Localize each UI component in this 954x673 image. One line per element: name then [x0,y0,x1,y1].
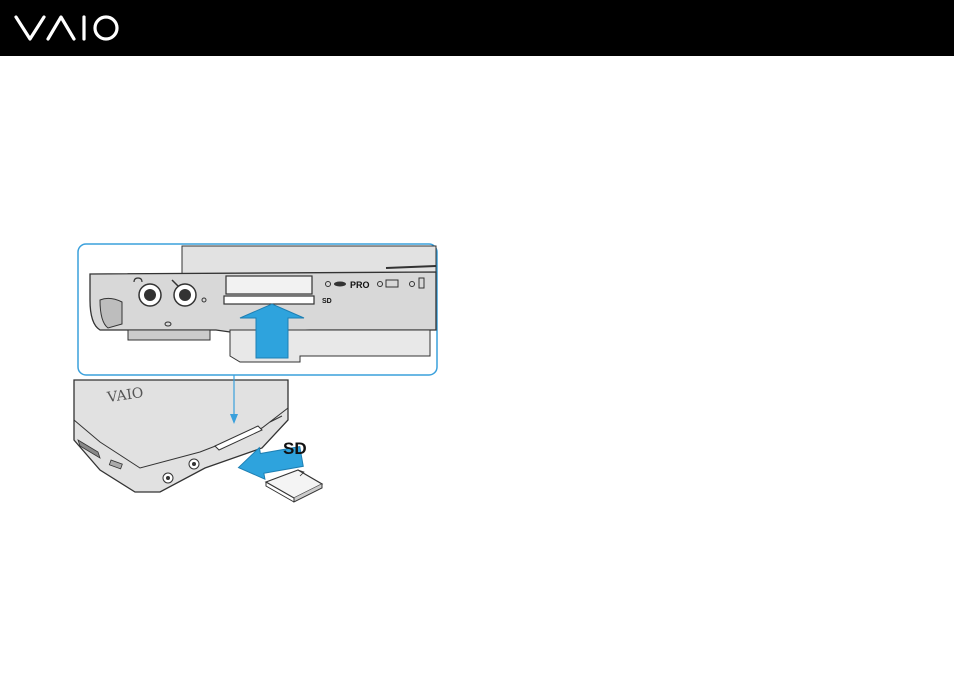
pro-label: PRO [350,280,370,290]
sd-slot-small-label: SD [322,298,332,305]
sd-card-icon [266,470,322,502]
sd-card-label: SD [283,439,307,458]
callout-zoom-panel [78,244,437,375]
